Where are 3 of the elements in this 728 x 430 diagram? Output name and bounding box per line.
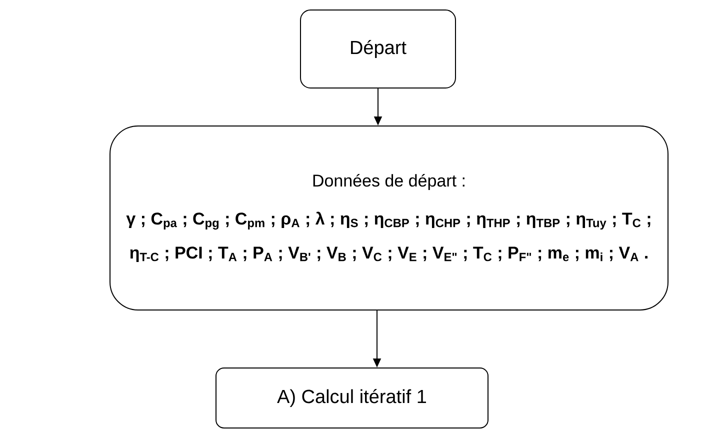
- process-box: Départ: [300, 10, 456, 88]
- process-box: Données de départ : γ ; C$_{pa}$ ; C$_{pg}$ ; C$_{pm}$ ; ρ$_{A}$ ; λ ; η$_{S}$ ; η$_{CBP}$ ; η$_{CHP}$ ; η$_{THP}$ ; η$_{TBP}$ ; η$_{Tuy}$ ; T$_{C}$ ; η$_{T-C}$ ; PCI ; T$_{A}$ ; P$_{A}$ ; V$_{B'}$ ; V$_{B}$ ; V$_{C}$ ; V$_{E}$ ; V$_{E"}$ ; T$_{C}$ ; P$_{F"}$ ; m$_{e}$ ; m$_{i}$ ; V$_{A}$ .: [110, 126, 668, 310]
- process-box: A) Calcul itératif 1: [216, 367, 488, 428]
